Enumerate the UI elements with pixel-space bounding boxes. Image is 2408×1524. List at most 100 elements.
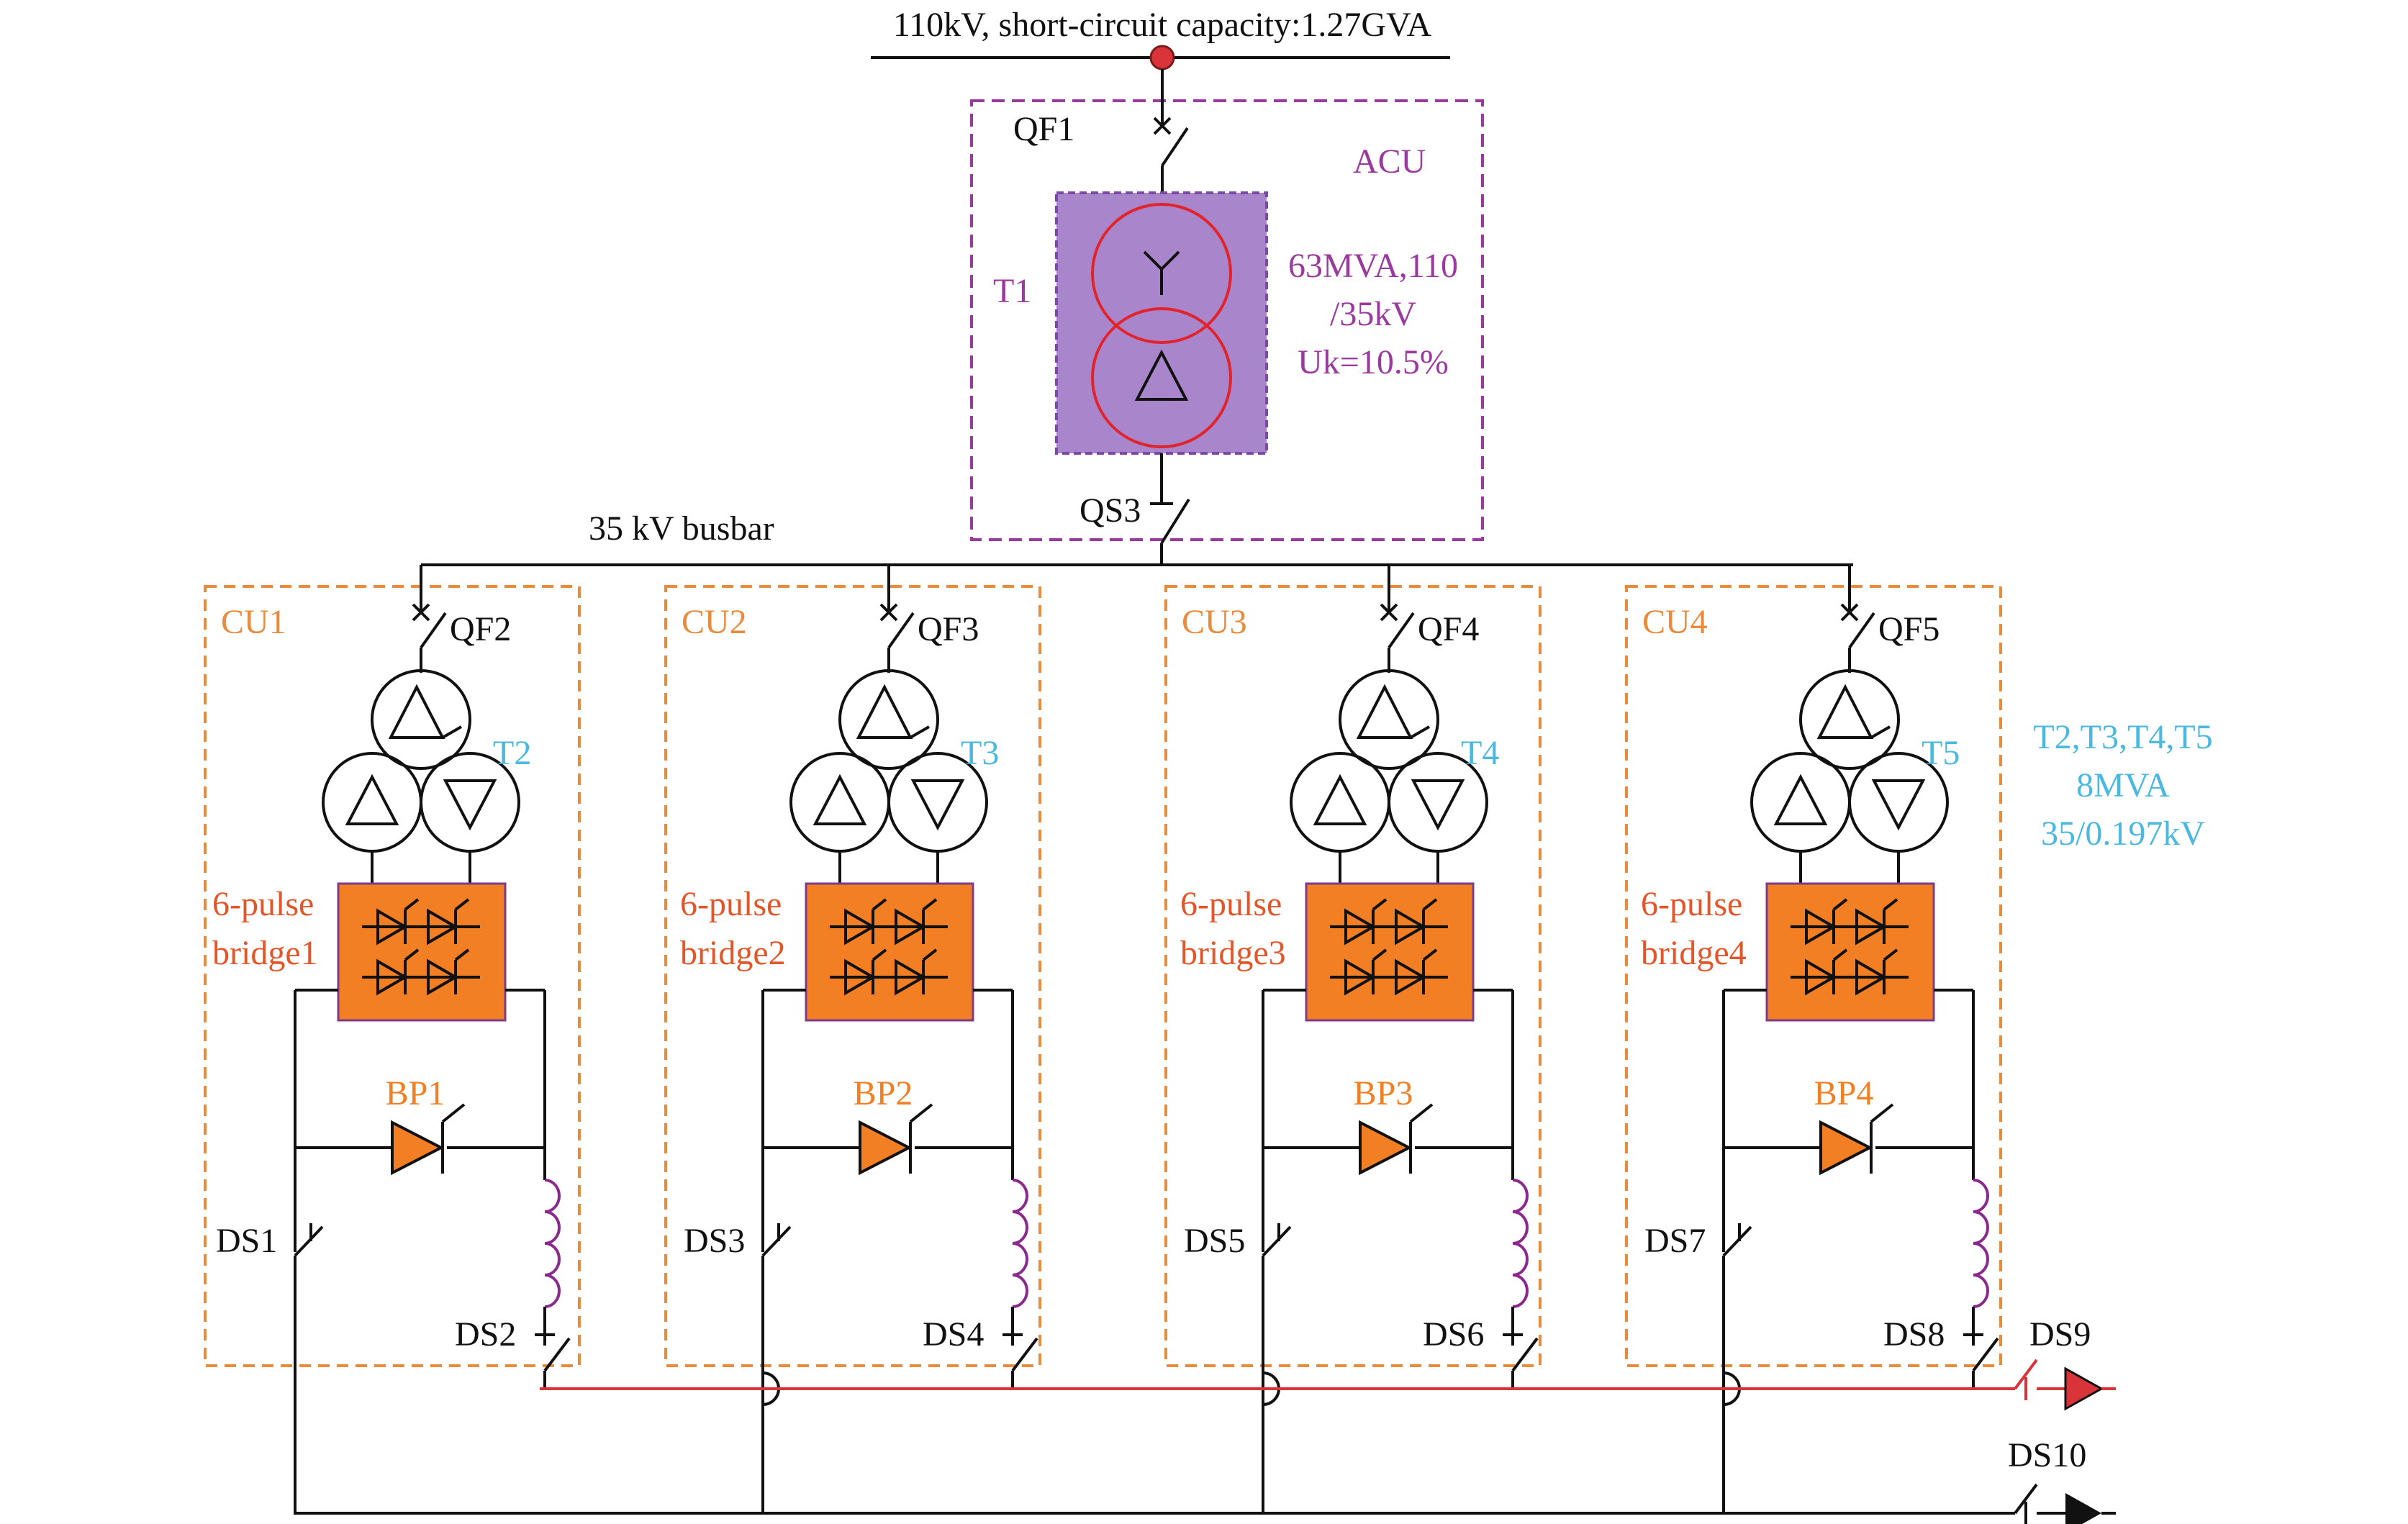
switch-ds4 bbox=[1002, 1333, 1038, 1389]
bridge-thyristor-pair-1 bbox=[362, 898, 480, 945]
t1-spec-line3: Uk=10.5% bbox=[1298, 343, 1449, 381]
delta-symbol bbox=[1313, 774, 1367, 825]
transformer-delta-winding bbox=[789, 752, 890, 853]
bypass-thyristor bbox=[1819, 1120, 1873, 1176]
transformer-label: T3 bbox=[961, 734, 999, 772]
ds10-blade bbox=[2014, 1483, 2038, 1515]
transformer-delta-winding bbox=[322, 752, 422, 853]
delta-symbol bbox=[1773, 774, 1828, 825]
cu-box bbox=[664, 585, 1041, 1367]
output-lines bbox=[294, 1359, 2116, 1524]
bypass-thyristor bbox=[1359, 1120, 1413, 1176]
extended-delta-symbol bbox=[388, 684, 445, 739]
switch-a-label: DS1 bbox=[216, 1222, 277, 1260]
bypass-label: BP1 bbox=[386, 1074, 445, 1112]
transformer-spec-line3: 35/0.197kV bbox=[2041, 815, 2205, 853]
bypass-label: BP3 bbox=[1354, 1074, 1413, 1112]
bridge-label-line1: 6-pulse bbox=[1641, 885, 1742, 923]
switch-ds5 bbox=[1262, 1223, 1292, 1513]
smoothing-inductor bbox=[1973, 1179, 1989, 1308]
smoothing-inductor bbox=[1512, 1179, 1529, 1308]
t1-spec-line1: 63MVA,110 bbox=[1288, 247, 1458, 285]
switch-ds7 bbox=[1722, 1223, 1752, 1513]
bypass-thyristor bbox=[859, 1120, 913, 1176]
t1-transformer-box bbox=[1055, 191, 1268, 455]
t1-primary-winding bbox=[1091, 203, 1232, 344]
qs3-disconnector bbox=[1150, 453, 1190, 565]
breaker-qf5 bbox=[1840, 565, 1875, 673]
t1-wye-symbol bbox=[1143, 250, 1180, 295]
inverted-delta-symbol bbox=[1871, 779, 1926, 831]
t1-label: T1 bbox=[993, 272, 1031, 310]
switch-b-label: DS6 bbox=[1423, 1315, 1484, 1353]
grid-connection-point bbox=[1149, 45, 1175, 71]
inverted-delta-symbol bbox=[1411, 779, 1465, 831]
switch-ds3 bbox=[761, 1223, 792, 1513]
bridge-thyristor-pair-2 bbox=[1791, 948, 1909, 996]
positive-output-arrow bbox=[2064, 1366, 2104, 1411]
bridge-thyristor-pair-1 bbox=[1791, 898, 1909, 945]
switch-a-label: DS7 bbox=[1644, 1222, 1706, 1260]
bypass-label: BP4 bbox=[1814, 1074, 1874, 1112]
six-pulse-bridge bbox=[805, 882, 974, 1022]
delta-symbol bbox=[813, 774, 867, 825]
negative-output-arrow bbox=[2065, 1493, 2101, 1524]
bypass-label: BP2 bbox=[854, 1074, 913, 1112]
switch-ds8 bbox=[1963, 1333, 1999, 1389]
extended-delta-symbol bbox=[1356, 684, 1413, 739]
cu-label: CU1 bbox=[221, 603, 286, 641]
extended-delta-symbol bbox=[856, 684, 913, 739]
six-pulse-bridge bbox=[1305, 882, 1475, 1022]
bridge-label-line1: 6-pulse bbox=[212, 885, 314, 923]
bridge-thyristor-pair-2 bbox=[830, 948, 948, 996]
switch-a-label: DS5 bbox=[1184, 1222, 1245, 1260]
bridge-label-line2: bridge2 bbox=[680, 934, 786, 972]
transformer-spec-line2: 8MVA bbox=[2076, 766, 2170, 804]
bridge-label-line2: bridge4 bbox=[1641, 934, 1747, 972]
t1-delta-symbol bbox=[1134, 349, 1189, 401]
breaker-label: QF2 bbox=[450, 610, 511, 648]
extended-delta-symbol bbox=[1816, 684, 1874, 739]
transformer-label: T5 bbox=[1922, 734, 1960, 772]
cu-box bbox=[1625, 585, 2002, 1367]
qf1-breaker bbox=[1153, 69, 1189, 193]
transformer-label: T2 bbox=[493, 734, 531, 772]
acu-box bbox=[970, 99, 1484, 541]
smoothing-inductor bbox=[1012, 1179, 1028, 1308]
switch-ds2 bbox=[535, 1333, 571, 1389]
qs3-label: QS3 bbox=[1079, 491, 1141, 530]
bridge-thyristor-pair-1 bbox=[830, 898, 948, 945]
transformer-primary-winding bbox=[1339, 669, 1439, 770]
delta-symbol bbox=[345, 774, 399, 825]
bridge-label-line2: bridge3 bbox=[1180, 934, 1286, 972]
switch-b-label: DS4 bbox=[923, 1315, 984, 1353]
t1-spec-line2: /35kV bbox=[1330, 295, 1416, 333]
breaker-qf3 bbox=[879, 565, 915, 673]
bridge-thyristor-pair-1 bbox=[1330, 898, 1448, 945]
cu-label: CU2 bbox=[682, 603, 747, 641]
qf1-label: QF1 bbox=[1013, 110, 1074, 148]
bridge-label-line2: bridge1 bbox=[212, 934, 318, 972]
cu-label: CU3 bbox=[1182, 603, 1247, 641]
breaker-qf2 bbox=[412, 565, 447, 673]
bridge-label-line1: 6-pulse bbox=[1180, 885, 1282, 923]
bypass-thyristor bbox=[391, 1120, 445, 1176]
bridge-label-line1: 6-pulse bbox=[680, 885, 782, 923]
inverted-delta-symbol bbox=[910, 779, 965, 831]
grid-label: 110kV, short-circuit capacity:1.27GVA bbox=[893, 6, 1432, 44]
breaker-label: QF5 bbox=[1878, 610, 1939, 648]
ds10-label: DS10 bbox=[2008, 1436, 2086, 1474]
acu-label: ACU bbox=[1353, 142, 1426, 181]
transformer-label: T4 bbox=[1461, 734, 1499, 772]
bridge-thyristor-pair-2 bbox=[362, 948, 480, 996]
transformer-primary-winding bbox=[1799, 669, 1900, 770]
t1-secondary-winding bbox=[1091, 307, 1232, 448]
transformer-spec-line1: T2,T3,T4,T5 bbox=[2033, 718, 2212, 756]
transformer-delta-winding bbox=[1750, 752, 1851, 853]
transformer-primary-winding bbox=[371, 669, 471, 770]
breaker-label: QF3 bbox=[918, 610, 979, 648]
